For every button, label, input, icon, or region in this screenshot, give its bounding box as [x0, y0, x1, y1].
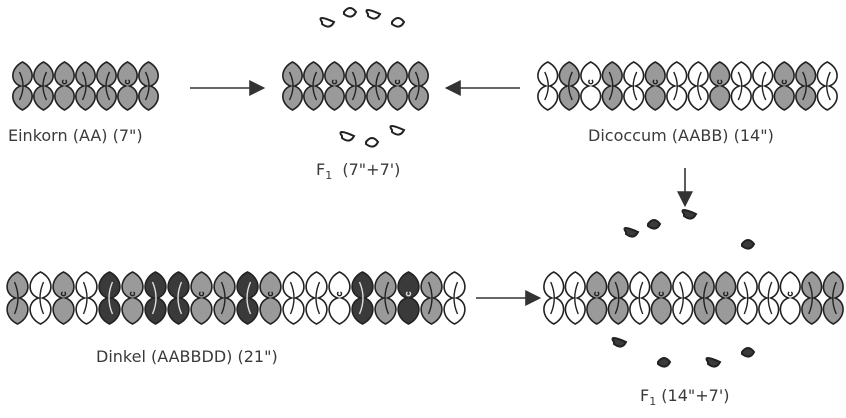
- chromosome: [52, 271, 75, 325]
- chromosome: [795, 61, 817, 111]
- chromosome: [420, 271, 443, 325]
- chromosome: [693, 271, 715, 325]
- chromosome: [601, 61, 623, 111]
- f1-bottom-label-sub: 1: [649, 395, 657, 409]
- chromosome: [345, 61, 366, 111]
- univalent-chromosome: [365, 9, 382, 20]
- dicoccum-chromosomes: [537, 61, 838, 111]
- chromosome: [12, 61, 33, 111]
- f1-top-chromosomes: [282, 61, 429, 111]
- univalent-chromosome: [611, 337, 628, 348]
- chromosome: [736, 271, 758, 325]
- chromosome: [580, 61, 602, 111]
- chromosome: [644, 61, 666, 111]
- chromosome: [730, 61, 752, 111]
- chromosome: [144, 271, 167, 325]
- chromosome: [328, 271, 351, 325]
- chromosome: [387, 61, 408, 111]
- chromosome: [366, 61, 387, 111]
- chromosome: [687, 61, 709, 111]
- chromosome: [138, 61, 159, 111]
- chromosome: [558, 61, 580, 111]
- f1-top-label-sub: 1: [325, 169, 333, 183]
- univalent-chromosome: [389, 125, 406, 136]
- chromosome: [236, 271, 259, 325]
- chromosome: [98, 271, 121, 325]
- chromosome: [629, 271, 651, 325]
- dinkel-label: Dinkel (AABBDD) (21"): [96, 347, 278, 366]
- univalent-chromosome: [391, 17, 406, 28]
- univalent-chromosome: [319, 17, 336, 28]
- chromosome: [282, 271, 305, 325]
- chromosome: [822, 271, 844, 325]
- dicoccum-label: Dicoccum (AABB) (14"): [588, 126, 774, 145]
- chromosome: [586, 271, 608, 325]
- chromosome: [75, 271, 98, 325]
- dinkel-chromosomes: [6, 271, 466, 325]
- einkorn-label: Einkorn (AA) (7"): [8, 126, 143, 145]
- f1-bottom-label-suffix: (14"+7'): [661, 386, 730, 405]
- chromosome: [650, 271, 672, 325]
- chromosome: [564, 271, 586, 325]
- chromosome: [305, 271, 328, 325]
- chromosome: [167, 271, 190, 325]
- f1-top-label-suffix: (7"+7'): [342, 160, 401, 179]
- chromosome: [397, 271, 420, 325]
- f1-top-label-prefix: F: [316, 160, 326, 179]
- chromosome: [666, 61, 688, 111]
- chromosome: [779, 271, 801, 325]
- chromosome: [282, 61, 303, 111]
- chromosome: [715, 271, 737, 325]
- einkorn-chromosomes: [12, 61, 159, 111]
- chromosome: [351, 271, 374, 325]
- chromosome: [758, 271, 780, 325]
- univalent-chromosome: [741, 239, 756, 250]
- chromosome: [324, 61, 345, 111]
- chromosome: [75, 61, 96, 111]
- chromosome: [607, 271, 629, 325]
- f1-bottom-univalents: [611, 209, 756, 368]
- chromosome: [709, 61, 731, 111]
- univalent-chromosome: [657, 357, 672, 368]
- chromosome: [259, 271, 282, 325]
- chromosome: [773, 61, 795, 111]
- chromosome: [623, 61, 645, 111]
- chromosome: [408, 61, 429, 111]
- chromosome: [190, 271, 213, 325]
- univalent-chromosome: [705, 357, 722, 368]
- univalent-chromosome: [647, 219, 662, 230]
- f1-bottom-chromosomes: [543, 271, 844, 325]
- chromosome: [54, 61, 75, 111]
- chromosome: [117, 61, 138, 111]
- chromosome: [443, 271, 466, 325]
- f1-bottom-label: F1 (14"+7'): [640, 386, 729, 408]
- chromosome: [121, 271, 144, 325]
- univalent-chromosome: [681, 209, 698, 220]
- chromosome: [374, 271, 397, 325]
- chromosome: [752, 61, 774, 111]
- univalent-chromosome: [343, 7, 358, 18]
- univalent-chromosome: [365, 137, 380, 148]
- univalent-chromosome: [741, 347, 756, 358]
- chromosome: [96, 61, 117, 111]
- chromosome: [33, 61, 54, 111]
- f1-bottom-label-prefix: F: [640, 386, 650, 405]
- univalent-chromosome: [339, 131, 356, 142]
- chromosome: [213, 271, 236, 325]
- f1-top-label: F1 (7"+7'): [316, 160, 400, 182]
- chromosome: [29, 271, 52, 325]
- chromosome: [801, 271, 823, 325]
- chromosome: [303, 61, 324, 111]
- univalent-chromosome: [623, 227, 640, 238]
- chromosome: [543, 271, 565, 325]
- chromosome: [6, 271, 29, 325]
- chromosome: [672, 271, 694, 325]
- chromosome: [537, 61, 559, 111]
- chromosome: [816, 61, 838, 111]
- f1-top-univalents: [319, 7, 406, 148]
